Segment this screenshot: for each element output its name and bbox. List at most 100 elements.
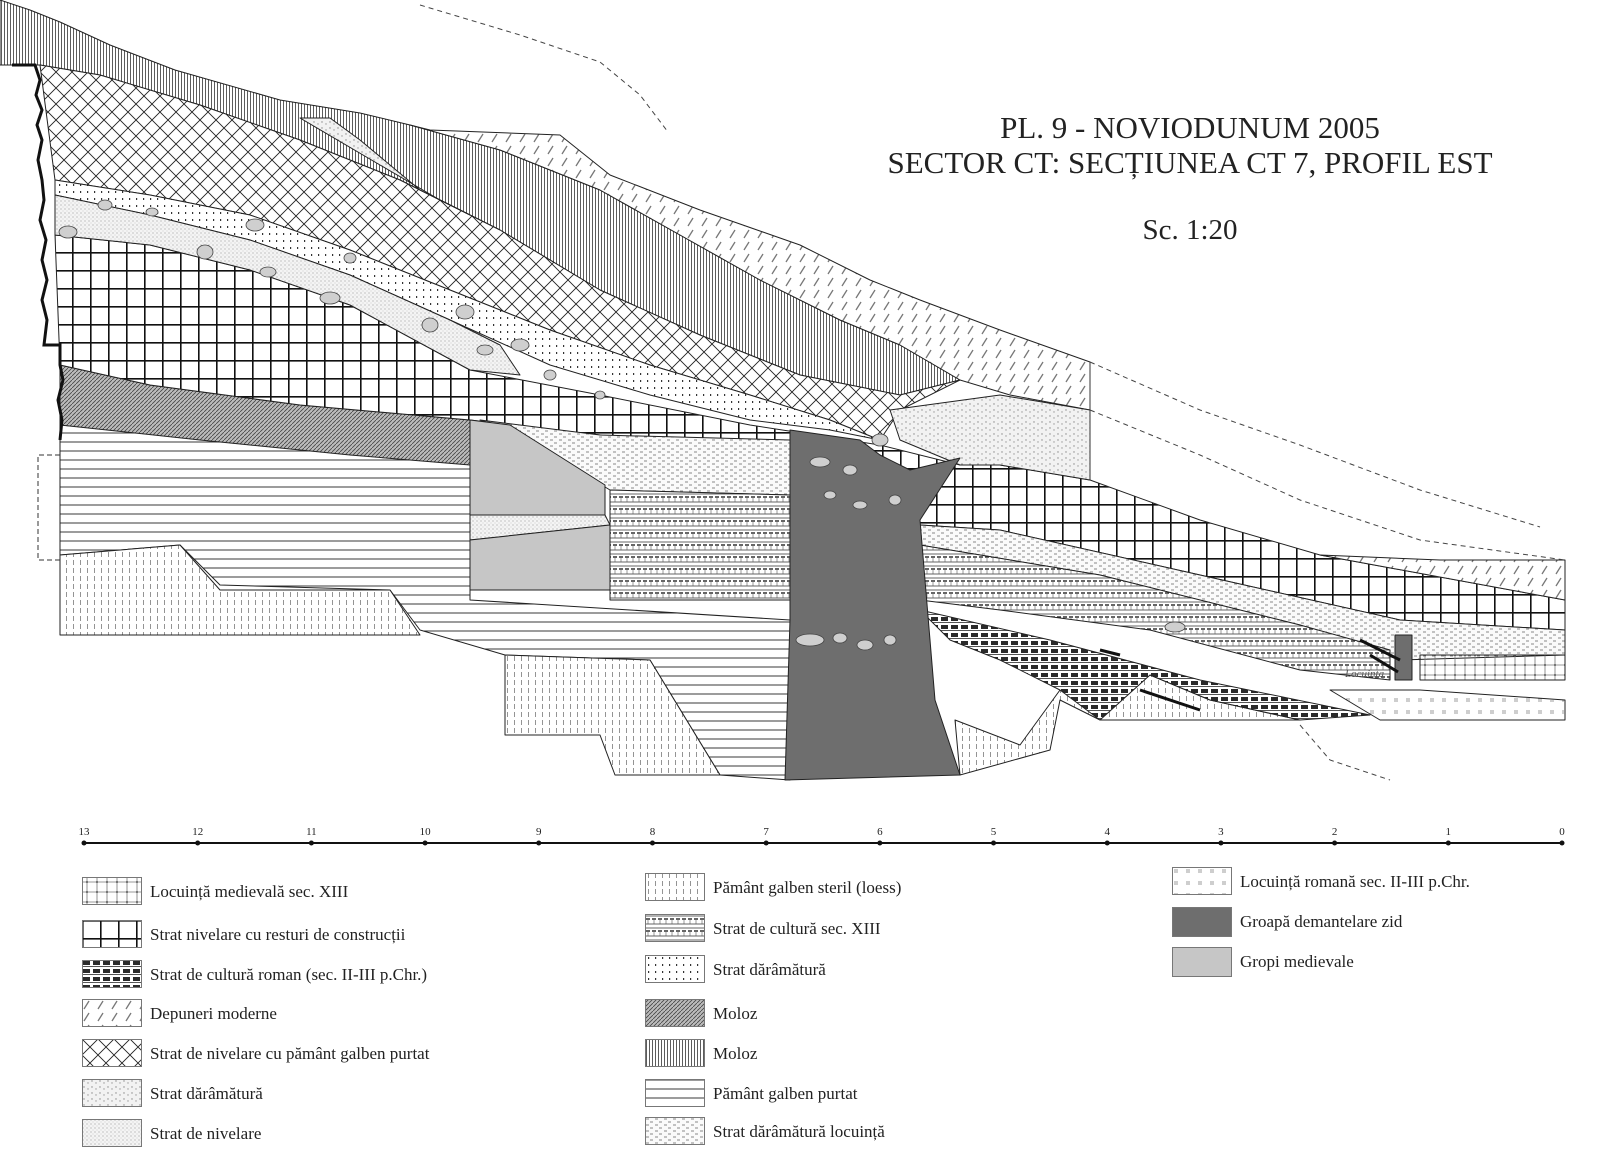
- legend-swatch: [1172, 947, 1232, 977]
- layer-cultura-xiii-right: [919, 544, 1391, 681]
- legend-item-groapa: Groapă demantelare zid: [1172, 905, 1402, 939]
- scale-tick-label: 5: [990, 826, 997, 838]
- legend-item-cross: Strat de nivelare cu pământ galben purta…: [82, 1037, 429, 1071]
- annotation-locuinta: Locuința: [1345, 668, 1385, 680]
- legend-swatch: [82, 960, 142, 988]
- scale-tick: [1104, 840, 1110, 846]
- legend-item-gropi: Gropi medievale: [1172, 945, 1354, 979]
- legend-label: Groapă demantelare zid: [1240, 912, 1403, 931]
- layer-daramatura-light: [299, 117, 471, 216]
- legend-item-xiii: Strat de cultură sec. XIII: [645, 912, 881, 946]
- legend-swatch: [645, 999, 705, 1027]
- plate-subtitle: SECTOR CT: SECȚIUNEA CT 7, PROFIL EST: [887, 145, 1493, 180]
- legend-item-molozvert: Moloz: [645, 1037, 757, 1071]
- scale-tick-label: 0: [1559, 826, 1565, 838]
- legend-item-dots: Strat dărâmătură: [645, 953, 826, 987]
- legend-item-roman: Strat de cultură roman (sec. II-III p.Ch…: [82, 958, 427, 992]
- legend-label: Strat dărâmătură: [713, 960, 826, 979]
- scale-tick: [649, 840, 655, 846]
- layer-daramatura-right: [889, 394, 1091, 481]
- legend-swatch: [645, 955, 705, 983]
- scale-bar-ticks: [81, 840, 1565, 846]
- scale-tick: [1218, 840, 1224, 846]
- legend-swatch: [645, 873, 705, 901]
- layer-locuinta-medievala: [1419, 654, 1566, 681]
- scale-tick: [1445, 840, 1451, 846]
- roman-burnt-marks: [1099, 638, 1401, 712]
- scale-tick: [763, 840, 769, 846]
- scale-tick: [195, 840, 201, 846]
- profile-wall-line: [12, 63, 65, 441]
- scale-tick-label: 12: [192, 826, 204, 838]
- legend-swatch: [1172, 907, 1232, 937]
- legend-item-daram: Strat dărâmătură: [82, 1077, 263, 1111]
- scale-tick-label: 8: [649, 826, 656, 838]
- legend-label: Locuință romană sec. II-III p.Chr.: [1240, 872, 1470, 891]
- scale-tick-label: 9: [536, 826, 542, 838]
- legend-item-molozdiag: Moloz: [645, 997, 757, 1031]
- dashed-reconstruction-lines: [419, 4, 1566, 781]
- legend-label: Pământ galben steril (loess): [713, 878, 902, 897]
- scale-tick: [991, 840, 997, 846]
- layer-depuneri-moderne-right: [1319, 554, 1566, 601]
- legend-label: Strat de nivelare cu pământ galben purta…: [150, 1044, 430, 1063]
- scale-tick-label: 13: [78, 826, 90, 838]
- legend-item-loess: Pământ galben steril (loess): [645, 871, 901, 905]
- legend-swatch: [82, 920, 142, 948]
- legend-label: Strat dărâmătură locuință: [713, 1122, 885, 1141]
- layer-cultura-roman: [919, 609, 1371, 721]
- scale-tick-label: 2: [1331, 826, 1338, 838]
- legend-item-moderne: Depuneri moderne: [82, 997, 277, 1031]
- legend-swatch: [82, 1039, 142, 1067]
- legend-swatch: [82, 999, 142, 1027]
- legend-label: Pământ galben purtat: [713, 1084, 858, 1103]
- legend-swatch: [645, 1039, 705, 1067]
- scale-tick-label: 11: [306, 826, 317, 838]
- plate-title: PL. 9 - NOVIODUNUM 2005: [1000, 110, 1380, 145]
- layer-cultura-xiii: [609, 489, 791, 601]
- legend-item-grid: Strat nivelare cu resturi de construcții: [82, 918, 405, 952]
- legend-item-locdaram: Strat dărâmătură locuință: [645, 1115, 885, 1149]
- profile-wall-dashed: [37, 454, 60, 561]
- scale-tick: [308, 840, 314, 846]
- scale-tick-label: 1: [1445, 826, 1452, 838]
- layer-loess-left: [59, 544, 421, 636]
- legend-label: Strat de cultură roman (sec. II-III p.Ch…: [150, 965, 428, 984]
- scale-tick-label: 10: [419, 826, 431, 838]
- legend-item-horiz: Pământ galben purtat: [645, 1077, 857, 1111]
- groapa-medievala-lower: [469, 524, 611, 591]
- layer-strat-nivelare: [54, 194, 521, 376]
- legend-item-nivelare: Strat de nivelare: [82, 1117, 261, 1151]
- legend-swatch: [645, 1117, 705, 1145]
- legend-label: Strat de cultură sec. XIII: [713, 919, 881, 938]
- scale-tick: [81, 840, 87, 846]
- legend-label: Gropi medievale: [1240, 952, 1354, 971]
- legend-swatch: [1172, 867, 1232, 895]
- legend-label: Moloz: [713, 1044, 758, 1063]
- legend-swatch: [82, 877, 142, 905]
- groapa-medievala-upper: [469, 419, 606, 516]
- scale-tick-label: 4: [1104, 826, 1110, 838]
- layer-locuinta-romana: [1329, 689, 1566, 721]
- legend-swatch: [82, 1079, 142, 1107]
- scale-tick: [536, 840, 542, 846]
- scale-tick: [1332, 840, 1338, 846]
- scale-tick-label: 7: [763, 826, 769, 838]
- legend-label: Strat de nivelare: [150, 1124, 262, 1143]
- scale-tick-label: 6: [877, 826, 883, 838]
- groapa-demantelare-zid: [784, 429, 961, 781]
- legend-label: Depuneri moderne: [150, 1004, 277, 1023]
- layer-loess-middle: [504, 654, 721, 776]
- legend-swatch: [645, 1079, 705, 1107]
- legend-label: Strat nivelare cu resturi de construcții: [150, 925, 406, 944]
- legend-label: Moloz: [713, 1004, 758, 1023]
- scale-tick: [877, 840, 883, 846]
- scale-tick: [1559, 840, 1565, 846]
- stones: [58, 199, 1186, 651]
- legend-item-medieval: Locuință medievală sec. XIII: [82, 875, 348, 909]
- scale-tick: [422, 840, 428, 846]
- legend-swatch: [82, 1119, 142, 1147]
- legend-label: Locuință medievală sec. XIII: [150, 882, 349, 901]
- legend-label: Strat dărâmătură: [150, 1084, 263, 1103]
